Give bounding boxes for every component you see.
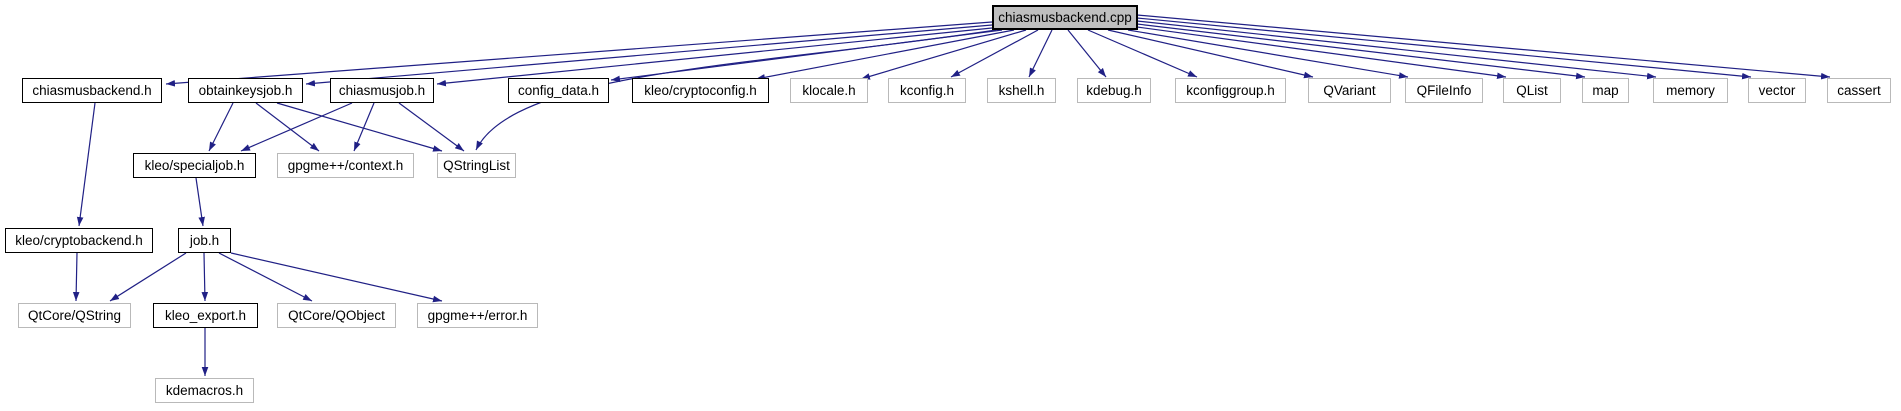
node-kconfig-h: kconfig.h — [888, 78, 966, 103]
edge-job-h-qstring — [109, 252, 187, 302]
node-qstringlist: QStringList — [437, 153, 516, 178]
node-memory: memory — [1653, 78, 1728, 103]
node-kleo-cryptobackend-h[interactable]: kleo/cryptobackend.h — [5, 228, 153, 253]
node-obtainkeysjob-h[interactable]: obtainkeysjob.h — [188, 78, 303, 103]
edge-cpp-cassert — [1136, 14, 1831, 80]
edge-cpp-kconfig-h — [950, 29, 1039, 78]
edge-job-h-gpgme-error-h — [230, 252, 443, 303]
edge-obtainkeysjob-h-context-h — [255, 102, 320, 152]
edge-chiasmusbackend-h-cryptobackend-h — [76, 102, 96, 227]
edge-cpp-kdebug-h — [1067, 29, 1107, 78]
node-chiasmusbackend-h[interactable]: chiasmusbackend.h — [22, 78, 162, 103]
node-qvariant: QVariant — [1308, 78, 1391, 103]
node-map: map — [1582, 78, 1629, 103]
edge-obtainkeysjob-h-specialjob-h — [208, 102, 234, 152]
node-cassert: cassert — [1827, 78, 1891, 103]
node-vector: vector — [1748, 78, 1806, 103]
edge-specialjob-h-job-h — [195, 177, 205, 227]
node-kconfiggroup-h: kconfiggroup.h — [1175, 78, 1286, 103]
node-kdebug-h: kdebug.h — [1077, 78, 1151, 103]
node-qtcore-qstring: QtCore/QString — [18, 303, 131, 328]
edge-cryptobackend-h-qstring — [72, 252, 80, 302]
edge-cpp-obtainkeysjob-h — [305, 24, 993, 87]
edge-cpp-kleo-cryptoconfig-h — [755, 29, 1015, 81]
edge-job-h-kleo-export-h — [201, 252, 209, 302]
edge-cpp-chiasmusjob-h — [436, 27, 993, 87]
edge-cpp-qfileinfo — [1127, 29, 1409, 79]
node-kleo-specialjob-h[interactable]: kleo/specialjob.h — [133, 153, 256, 178]
node-kshell-h: kshell.h — [987, 78, 1056, 103]
node-qfileinfo: QFileInfo — [1405, 78, 1483, 103]
node-chiasmusbackend-cpp: chiasmusbackend.cpp — [992, 5, 1138, 30]
edge-cpp-config-data-h — [610, 29, 1003, 83]
node-gpgme-context-h: gpgme++/context.h — [277, 153, 414, 178]
node-config-data-h[interactable]: config_data.h — [508, 78, 609, 103]
edge-cpp-qvariant — [1107, 29, 1314, 79]
edge-cpp-qlist — [1136, 26, 1507, 80]
edge-cpp-memory — [1136, 20, 1657, 80]
node-job-h[interactable]: job.h — [178, 228, 231, 253]
edge-chiasmusjob-h-context-h — [353, 102, 375, 152]
node-kleo-cryptoconfig-h[interactable]: kleo/cryptoconfig.h — [632, 78, 769, 103]
node-kleo-export-h[interactable]: kleo_export.h — [153, 303, 258, 328]
edge-job-h-qobject — [218, 252, 313, 302]
edge-cpp-kshell-h — [1028, 29, 1053, 78]
edge-cpp-chiasmusbackend-h — [165, 21, 993, 87]
edge-chiasmusjob-h-specialjob-h — [240, 102, 353, 152]
node-chiasmusjob-h[interactable]: chiasmusjob.h — [330, 78, 434, 103]
node-qtcore-qobject: QtCore/QObject — [277, 303, 396, 328]
node-kdemacros-h: kdemacros.h — [155, 378, 254, 403]
edge-obtainkeysjob-h-qstringlist — [276, 102, 443, 152]
edge-cpp-kconfiggroup-h — [1087, 29, 1198, 78]
edge-cpp-map — [1136, 23, 1586, 80]
edge-cpp-klocale-h — [860, 29, 1027, 80]
node-qlist: QList — [1503, 78, 1561, 103]
edge-chiasmusjob-h-qstringlist — [398, 102, 465, 152]
node-gpgme-error-h: gpgme++/error.h — [417, 303, 538, 328]
edge-cpp-vector — [1136, 17, 1752, 80]
node-klocale-h: klocale.h — [790, 78, 868, 103]
